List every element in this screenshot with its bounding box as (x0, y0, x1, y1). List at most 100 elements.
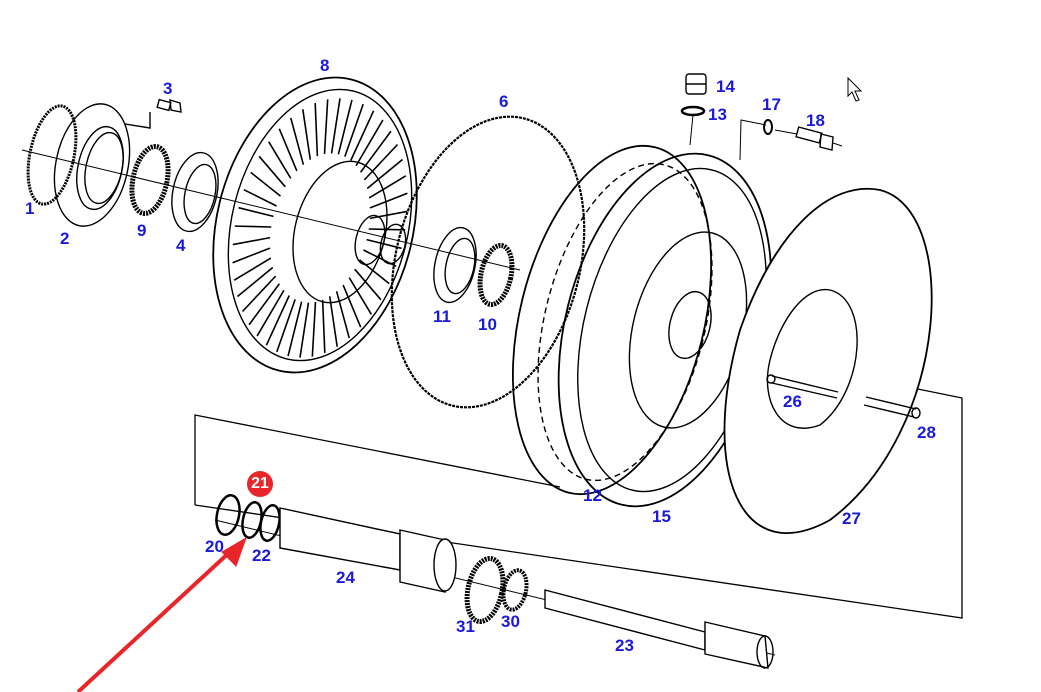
leader-13 (689, 114, 694, 146)
turbine-blade (360, 130, 392, 173)
part-3-bolt (124, 98, 182, 129)
part-24-shaft (279, 507, 457, 593)
turbine-blade (337, 99, 353, 155)
turbine-blade (299, 302, 310, 358)
turbine-blade (363, 143, 399, 181)
turbine-blade (359, 259, 390, 285)
part-label-26[interactable]: 26 (783, 392, 802, 411)
part-22-ring (259, 504, 281, 542)
turbine-blade (314, 103, 319, 157)
part-label-4[interactable]: 4 (176, 236, 186, 255)
part-9-seal (129, 144, 171, 216)
turbine-blade (350, 110, 375, 161)
turbine-blade (342, 284, 362, 328)
turbine-blade (243, 188, 277, 207)
leader-17 (739, 119, 767, 161)
part-label-6[interactable]: 6 (499, 92, 509, 111)
part-label-8[interactable]: 8 (320, 56, 330, 75)
part-label-22[interactable]: 22 (252, 546, 271, 565)
turbine-blade (234, 225, 272, 228)
part-4-bearing-inner (183, 163, 217, 225)
part-20-circlip (215, 494, 241, 536)
turbine-blade (366, 158, 404, 190)
part-23-shaft (544, 589, 774, 669)
part-label-10[interactable]: 10 (478, 315, 497, 334)
turbine-blade (302, 109, 312, 160)
turbine-blade (241, 275, 277, 313)
part-label-11[interactable]: 11 (433, 307, 451, 326)
part-label-24[interactable]: 24 (336, 568, 355, 587)
turbine-blade (369, 210, 408, 220)
turbine-blade (258, 155, 286, 188)
turbine-blade (369, 192, 408, 209)
part-2-flange (53, 103, 131, 227)
turbine-blade (344, 103, 364, 157)
part-label-9[interactable]: 9 (137, 221, 147, 240)
part-12-housing (511, 144, 713, 496)
turbine-blade (287, 301, 303, 357)
turbine-blade (248, 283, 280, 326)
turbine-blade (321, 299, 326, 353)
part-27-plate (723, 187, 933, 534)
arrow-pointer-icon (847, 77, 863, 102)
part-11-bearing (433, 226, 477, 304)
part-17-washer (763, 119, 773, 135)
part-6-o-ring (390, 115, 586, 409)
part-28-pin (863, 396, 921, 419)
turbine-blade (265, 295, 290, 346)
part-label-27[interactable]: 27 (842, 509, 861, 528)
part-label-3[interactable]: 3 (163, 79, 173, 98)
part-14-plug (685, 73, 707, 95)
turbine-blade (232, 236, 271, 246)
turbine-blade (335, 291, 351, 339)
turbine-blade (236, 266, 274, 298)
turbine-blade (368, 228, 406, 231)
part-10-seal (477, 242, 515, 308)
part-label-14[interactable]: 14 (716, 77, 735, 96)
turbine-blade (232, 247, 271, 264)
turbine-blade (355, 119, 384, 167)
turbine-blade (311, 301, 317, 357)
turbine-blade (363, 249, 397, 268)
turbine-blade (233, 257, 272, 281)
turbine-blade (354, 268, 382, 301)
part-label-28[interactable]: 28 (917, 423, 936, 442)
part-label-15[interactable]: 15 (652, 507, 671, 526)
turbine-blade (289, 117, 305, 165)
part-label-13[interactable]: 13 (708, 105, 727, 124)
part-label-30[interactable]: 30 (501, 612, 520, 631)
part-label-17[interactable]: 17 (762, 95, 781, 114)
pointer-arrow (76, 536, 247, 692)
turbine-blade (256, 289, 285, 337)
turbine-blade (238, 206, 274, 218)
part-label-2[interactable]: 2 (60, 229, 70, 248)
part-11-bearing-inner (444, 237, 476, 295)
part-26-stud (766, 374, 839, 399)
part-4-bearing (171, 151, 219, 233)
part-label-12[interactable]: 12 (583, 486, 602, 505)
turbine-blade (368, 175, 407, 199)
turbine-blade (366, 238, 402, 250)
turbine-blade (278, 128, 298, 172)
turbine-blade (328, 296, 338, 347)
part-label-31[interactable]: 31 (456, 617, 475, 636)
axis-line-upper (21, 149, 521, 271)
part-13-washer (680, 105, 706, 117)
part-2-bore-inner (84, 131, 124, 205)
part-30-seal (501, 568, 529, 612)
turbine-blade (330, 98, 341, 154)
frame-left (194, 414, 561, 505)
highlighted-part-marker[interactable]: 21 (247, 471, 273, 497)
part-label-18[interactable]: 18 (806, 111, 825, 130)
turbine-blade (250, 171, 281, 197)
turbine-blade (323, 99, 329, 155)
part-label-1[interactable]: 1 (25, 199, 35, 218)
turbine-blade (348, 277, 372, 315)
part-label-20[interactable]: 20 (205, 537, 224, 556)
part-label-23[interactable]: 23 (615, 636, 634, 655)
part-8-turbine (212, 76, 418, 374)
turbine-blade (268, 141, 292, 179)
turbine-blade (276, 299, 296, 353)
part-18-bolt (774, 126, 843, 151)
